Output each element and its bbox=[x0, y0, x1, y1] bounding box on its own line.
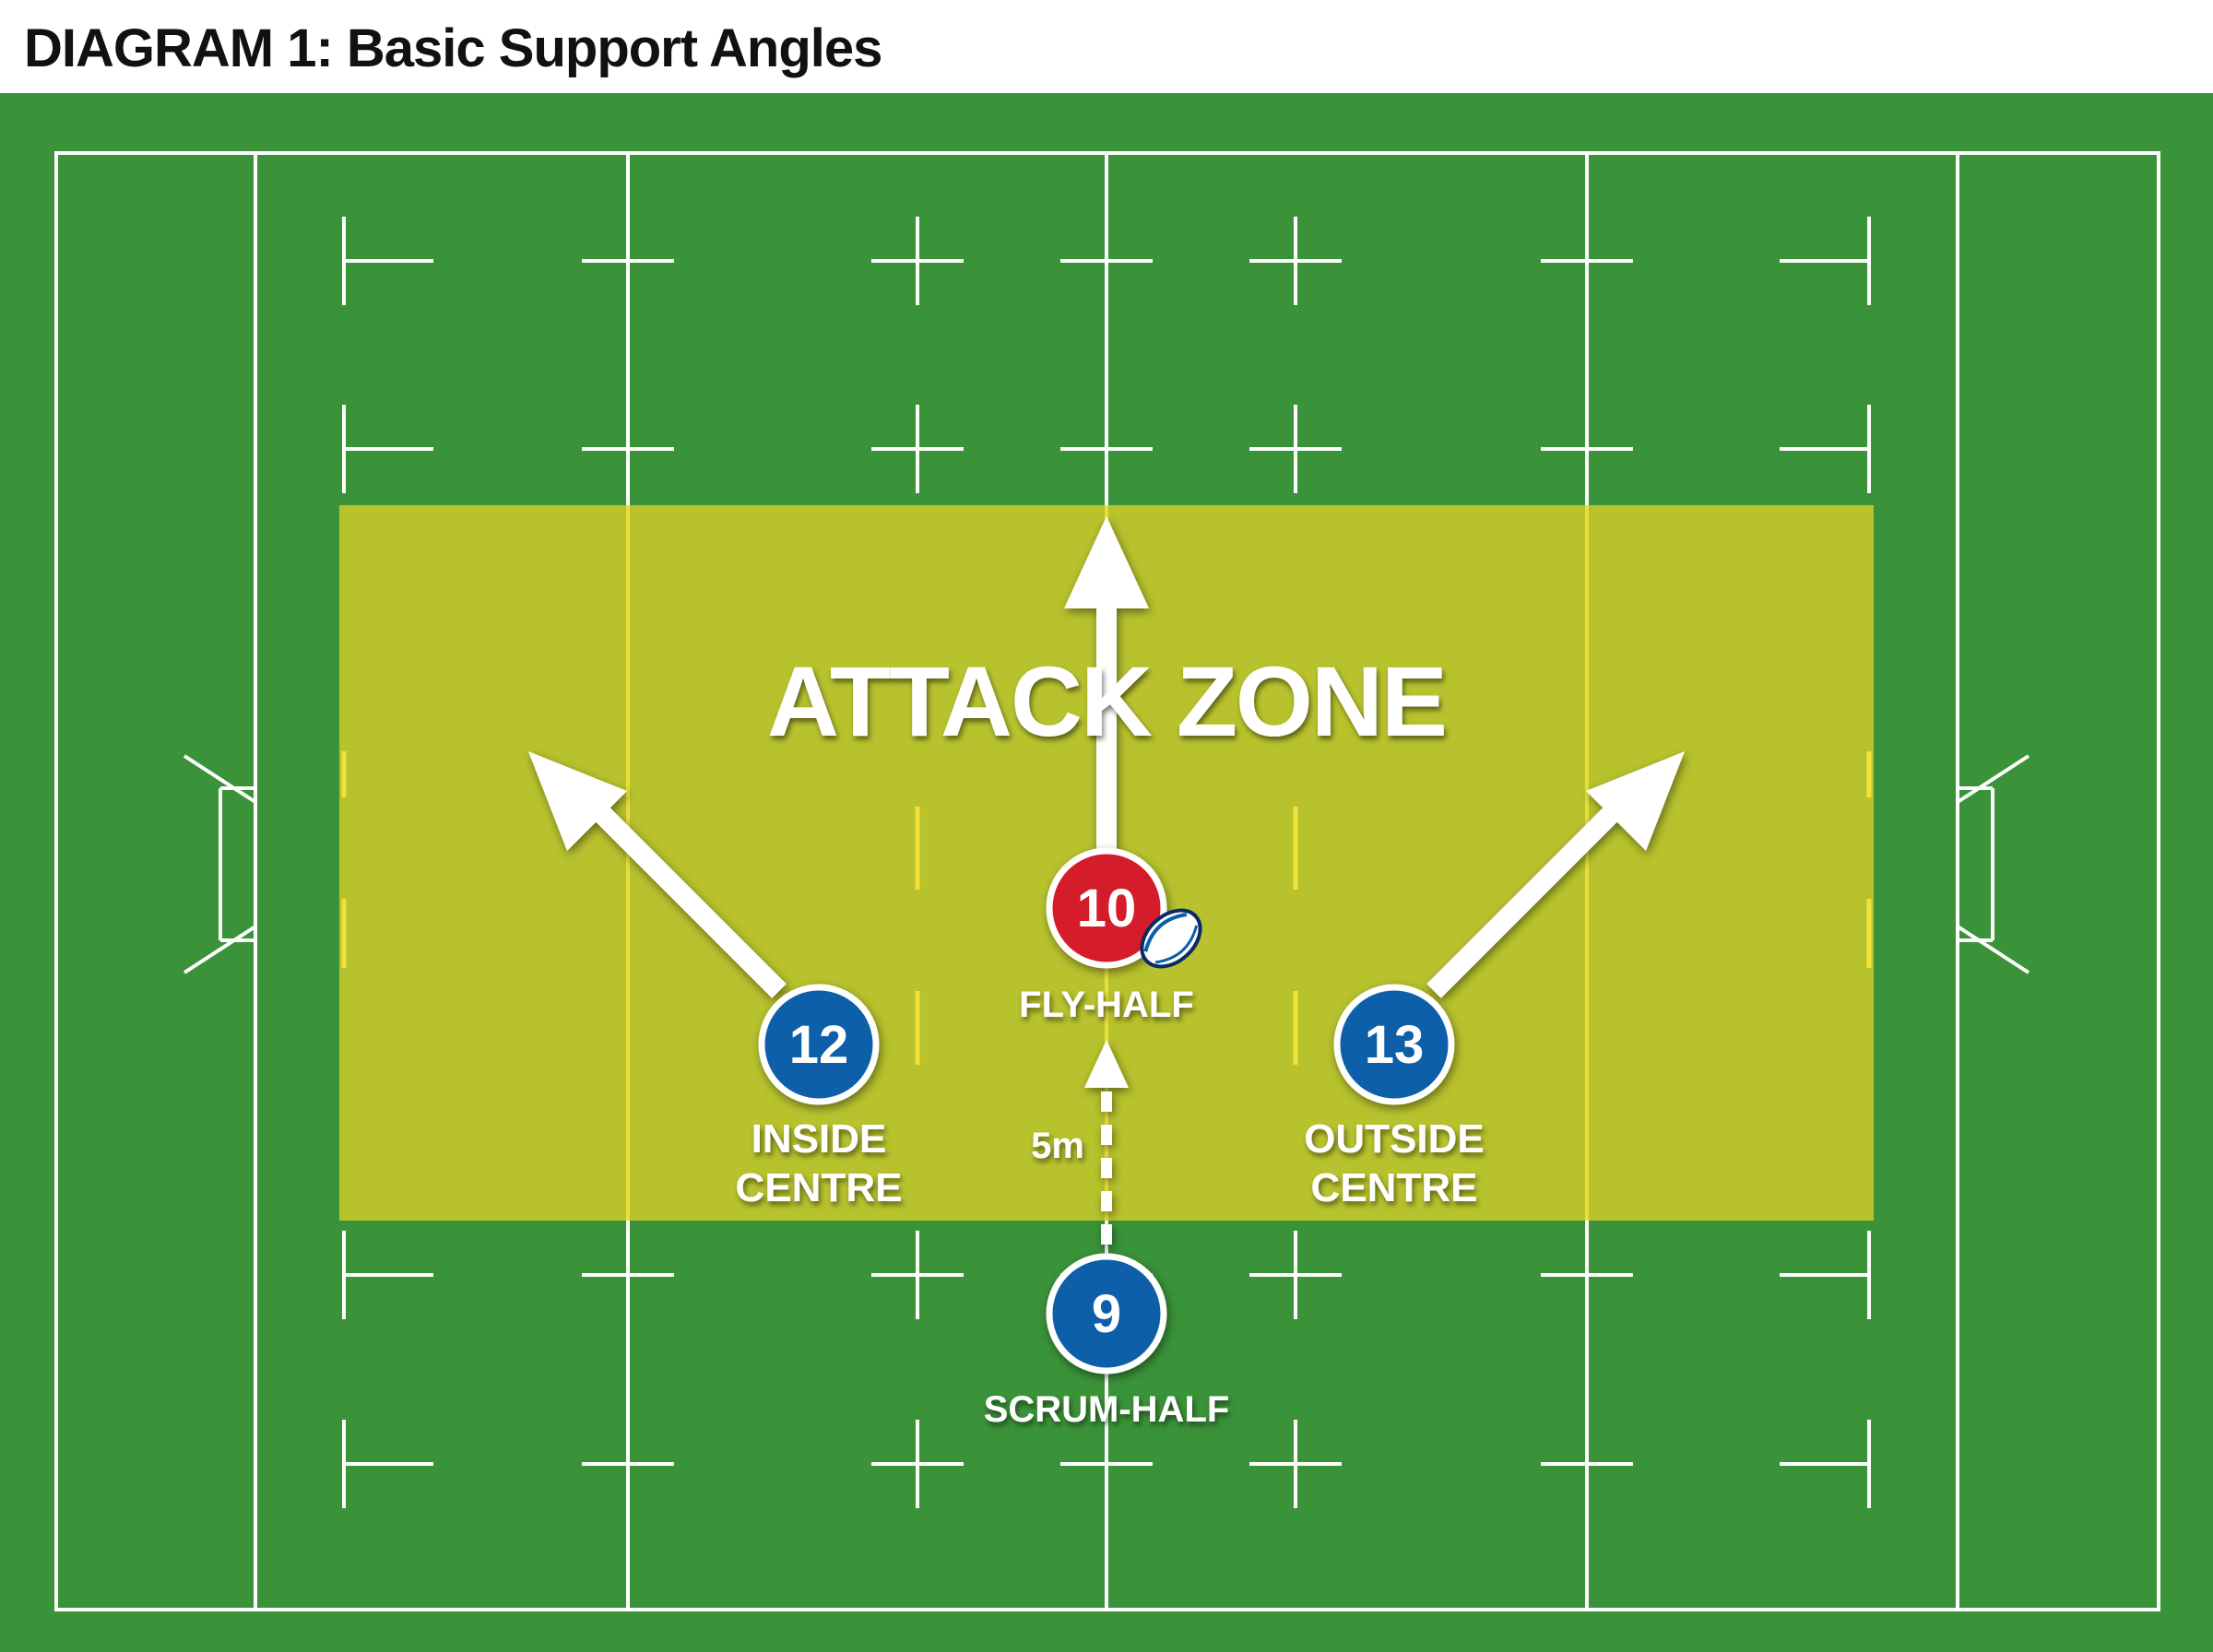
attack-zone-dashes bbox=[341, 751, 1872, 1065]
goal-posts-right bbox=[1956, 754, 2030, 974]
arrows bbox=[528, 516, 1685, 998]
player-role-line2: CENTRE bbox=[736, 1165, 903, 1210]
player-marker bbox=[1046, 847, 1167, 969]
player-role: OUTSIDE bbox=[1304, 1116, 1485, 1162]
distance-label: 5m bbox=[1031, 1126, 1084, 1166]
rugby-pitch: 5m ATTACK ZONE 9 SCRUM-HALF 10 FLY-HALF … bbox=[0, 93, 2213, 1652]
arrow-fly-half-forward bbox=[1064, 516, 1149, 857]
player-marker bbox=[1046, 1253, 1167, 1375]
pitch-markings bbox=[342, 217, 1871, 1508]
diagram-title: DIAGRAM 1: Basic Support Angles bbox=[24, 18, 882, 78]
arrow-outside-centre-diagonal bbox=[1426, 751, 1685, 998]
player-number: 13 bbox=[1365, 1015, 1425, 1075]
player-role-line2: CENTRE bbox=[1311, 1165, 1478, 1210]
player-inside-centre: 12 INSIDE CENTRE bbox=[736, 984, 903, 1210]
player-number: 12 bbox=[789, 1015, 849, 1075]
player-role: SCRUM-HALF bbox=[984, 1389, 1230, 1430]
player-number: 10 bbox=[1077, 879, 1137, 938]
player-role: FLY-HALF bbox=[1019, 985, 1194, 1025]
arrow-inside-centre-diagonal bbox=[528, 751, 787, 998]
player-role: INSIDE bbox=[751, 1116, 887, 1162]
attack-zone-label: ATTACK ZONE bbox=[767, 645, 1446, 757]
player-marker bbox=[1333, 984, 1455, 1105]
rugby-ball-icon bbox=[1140, 908, 1202, 969]
player-outside-centre: 13 OUTSIDE CENTRE bbox=[1304, 984, 1485, 1210]
goal-posts-left bbox=[183, 754, 257, 974]
player-marker bbox=[758, 984, 880, 1105]
player-number: 9 bbox=[1092, 1284, 1121, 1344]
player-fly-half: 10 FLY-HALF bbox=[1019, 847, 1202, 1025]
support-distance-arrow bbox=[1084, 1040, 1129, 1245]
player-scrum-half: 9 SCRUM-HALF bbox=[984, 1253, 1230, 1430]
